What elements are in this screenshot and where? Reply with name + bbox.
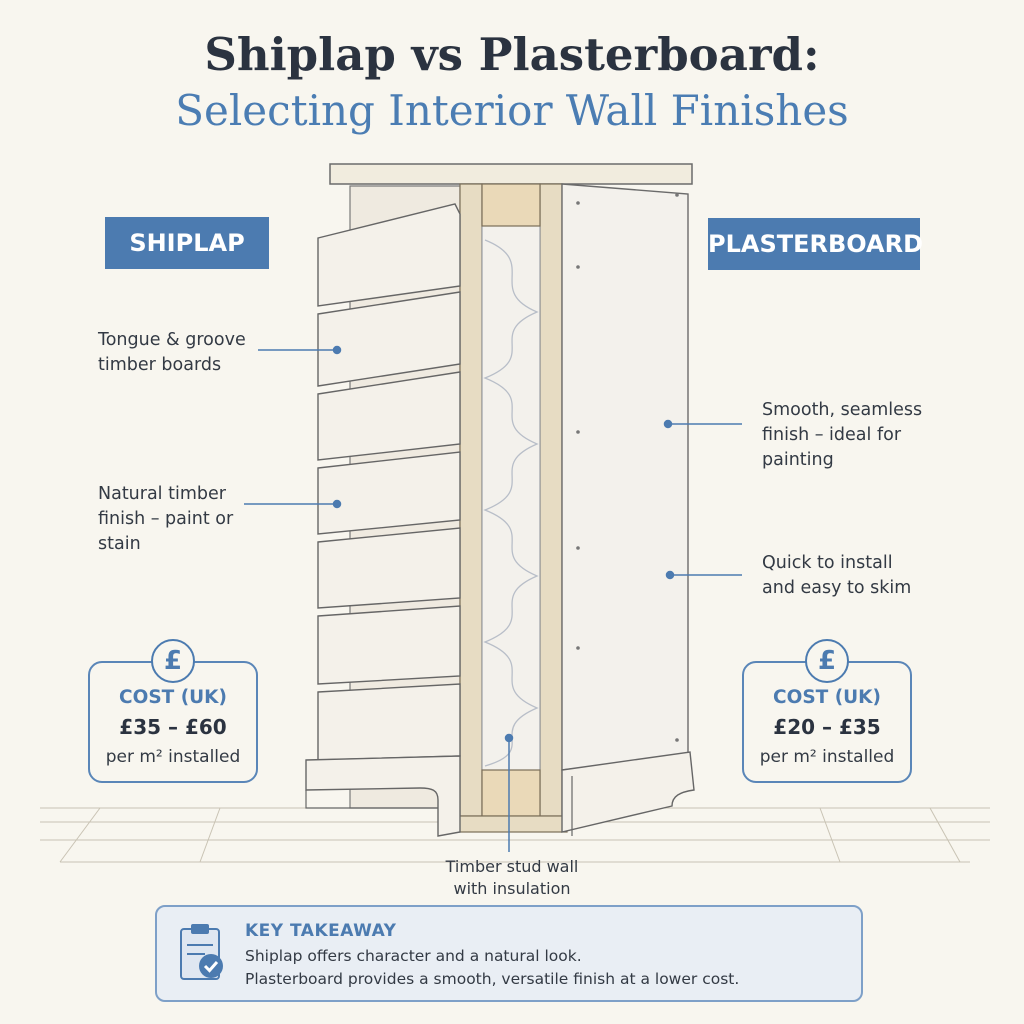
plasterboard-note-1: Smooth, seamless finish – ideal for pain… (762, 400, 923, 470)
leader-lines (244, 345, 742, 852)
shiplap-cost-card: £ COST (UK) £35 – £60 per m² installed (88, 639, 258, 783)
stud-caption-line-1: Timber stud wall (445, 857, 579, 876)
page-title: Shiplap vs Plasterboard: (204, 28, 820, 81)
plasterboard-note-2: Quick to install and easy to skim (762, 553, 912, 598)
sole-plate (454, 815, 568, 833)
skirting-left (305, 755, 461, 837)
top-plate (329, 163, 693, 185)
takeaway-line-1: Shiplap offers character and a natural l… (245, 947, 582, 965)
plasterboard-badge: PLASTERBOARD (708, 218, 923, 270)
shiplap-note-1: Tongue & groove timber boards (98, 330, 246, 375)
cost-value: £20 – £35 (773, 715, 881, 739)
shiplap-note-2: Natural timber finish – paint or stain (98, 484, 234, 554)
nogging-bottom (481, 769, 541, 817)
cost-unit: per m² installed (105, 747, 241, 767)
takeaway-line-2: Plasterboard provides a smooth, versatil… (245, 970, 740, 988)
cost-value: £35 – £60 (119, 715, 227, 739)
skirting-right (561, 751, 695, 833)
takeaway-title: KEY TAKEAWAY (245, 921, 397, 941)
clipboard-check-icon (180, 924, 223, 980)
stud-right (539, 183, 563, 817)
pound-icon: £ (805, 639, 849, 683)
stud-left (459, 183, 483, 817)
cost-label: COST (UK) (119, 687, 227, 708)
plasterboard-cost-card: £ COST (UK) £20 – £35 per m² installed (742, 639, 912, 783)
nogging-top (481, 183, 541, 227)
insulation-cavity (481, 225, 541, 771)
pound-icon: £ (151, 639, 195, 683)
cost-label: COST (UK) (773, 687, 881, 708)
cost-unit: per m² installed (759, 747, 895, 767)
key-takeaway-box: KEY TAKEAWAY Shiplap offers character an… (155, 905, 863, 1002)
shiplap-badge: SHIPLAP (105, 217, 269, 269)
screw-dots (576, 193, 679, 742)
shiplap-boards (317, 203, 461, 761)
insulation-coil (483, 239, 539, 767)
plasterboard-sheet (561, 183, 689, 771)
stud-wall-caption: Timber stud wall with insulation (0, 856, 1024, 900)
stud-caption-line-2: with insulation (453, 879, 571, 898)
page-subtitle: Selecting Interior Wall Finishes (175, 86, 849, 135)
